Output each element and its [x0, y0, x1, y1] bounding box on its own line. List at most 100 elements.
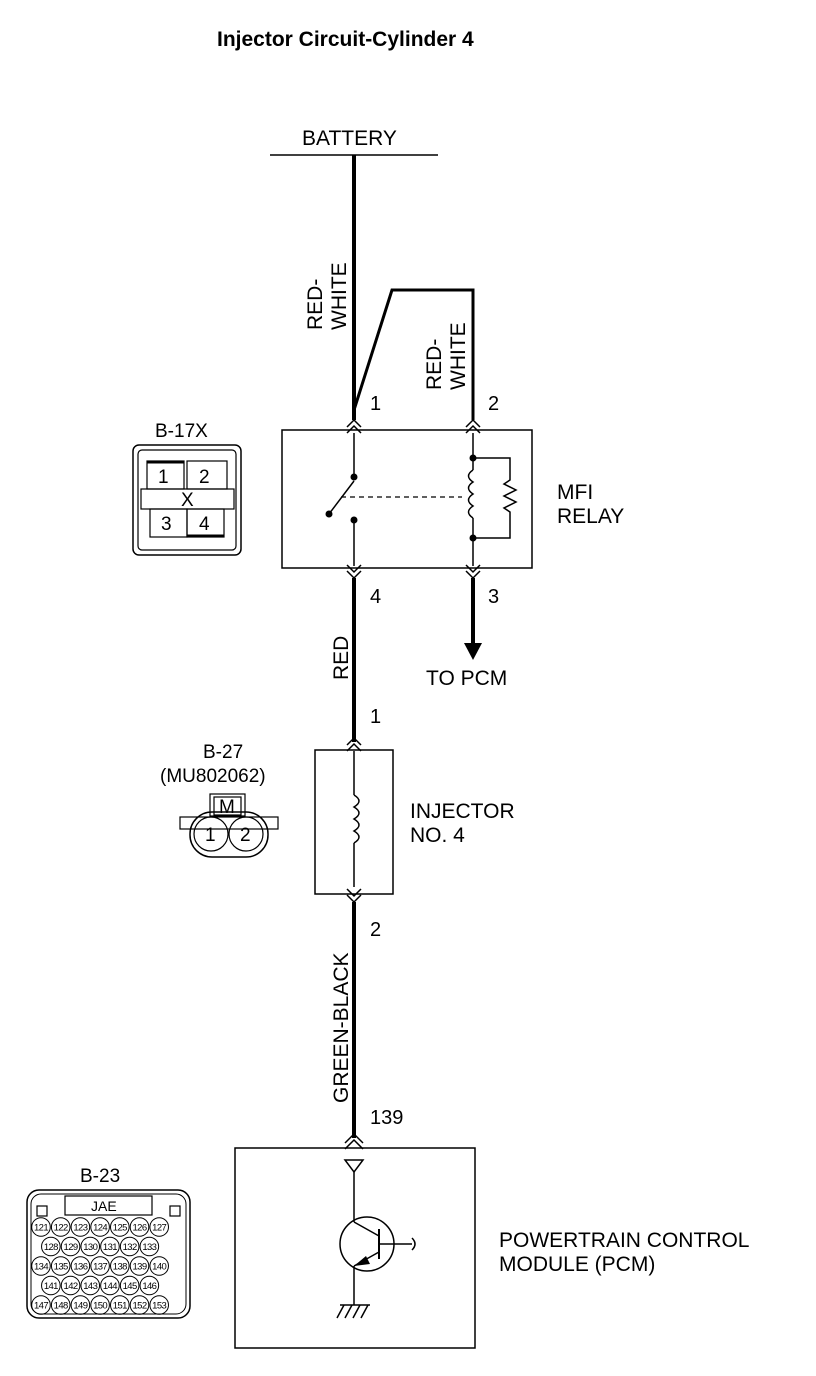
b23-pin-label: 128 [44, 1242, 58, 1253]
svg-text:RED-: RED- [304, 279, 327, 330]
injector-pin-1: 1 [370, 706, 381, 728]
connector-b23-icon [26, 1189, 191, 1319]
pcm-label-line1: POWERTRAIN CONTROL [499, 1229, 749, 1252]
b23-pin-socket [110, 1217, 130, 1237]
b23-pin-label: 129 [64, 1242, 78, 1253]
pcm-pin-terminal-icon [344, 1132, 364, 1144]
b23-pin-label: 124 [93, 1223, 107, 1234]
b23-pin-socket [129, 1217, 150, 1237]
mfi-relay-label-line2: RELAY [557, 505, 624, 528]
injector-pin-2: 2 [370, 919, 381, 941]
mfi-relay-box [281, 429, 533, 569]
svg-text:RED-: RED- [423, 339, 446, 390]
b23-pin-label: 133 [142, 1242, 156, 1253]
b23-pin-socket [60, 1275, 81, 1296]
connector-b17x-icon [132, 444, 242, 556]
b23-pin-label: 150 [93, 1301, 107, 1312]
connector-b17x-name: B-17X [155, 421, 208, 442]
b23-pin-label: 148 [54, 1301, 68, 1312]
b23-pin-label: 141 [44, 1281, 58, 1292]
b23-pin-socket [110, 1256, 130, 1276]
b23-pin-socket [100, 1236, 120, 1257]
b17x-center-mark: X [181, 490, 194, 511]
b23-pin-socket [100, 1275, 120, 1296]
wire-label-red-white-2: RED- WHITE [423, 322, 470, 390]
injector-pin1-terminal-icon [346, 736, 362, 746]
b23-pin-label: 152 [132, 1301, 146, 1312]
wire-battery-to-relay-pin2 [352, 288, 475, 420]
b23-pin-socket [50, 1217, 71, 1237]
relay-pin-4: 4 [370, 586, 381, 608]
b17x-cell-2: 2 [199, 467, 210, 488]
b27-key-mark: M [219, 797, 235, 818]
pcm-transistor-icon [339, 1159, 416, 1305]
b23-pin-socket [119, 1275, 140, 1296]
relay-coil-icon [467, 433, 518, 566]
b23-pin-label: 149 [73, 1301, 87, 1312]
b23-pin-label: 122 [54, 1223, 68, 1234]
b23-pin-label: 143 [83, 1281, 97, 1292]
b23-pin-socket [31, 1256, 51, 1276]
b23-pin-socket [90, 1217, 110, 1237]
b23-pin-label: 130 [83, 1242, 97, 1253]
b23-pin-label: 121 [34, 1223, 48, 1234]
b23-pin-socket [110, 1295, 130, 1315]
wire-label-red-white-1: RED- WHITE [304, 262, 351, 330]
b23-pin-socket [119, 1236, 140, 1257]
connector-b27-part-number: (MU802062) [160, 766, 266, 787]
b23-pin-label: 151 [113, 1301, 127, 1312]
battery-label: BATTERY [302, 127, 397, 150]
b23-pin-label: 144 [103, 1281, 117, 1292]
relay-pin-3: 3 [488, 586, 499, 608]
to-pcm-label: TO PCM [426, 667, 507, 690]
b23-pin-label: 140 [152, 1262, 166, 1273]
relay-pin1-terminal-icon [346, 418, 362, 428]
b23-pin-socket [139, 1275, 160, 1296]
wire-label-green-black: GREEN-BLACK [330, 952, 353, 1103]
connector-b27-icon [179, 793, 279, 858]
mfi-relay-label-line1: MFI [557, 481, 593, 504]
b17x-cell-4: 4 [199, 514, 210, 535]
b23-pin-label: 123 [73, 1223, 87, 1234]
b23-pin-socket [149, 1256, 169, 1276]
b23-pin-socket [60, 1236, 81, 1257]
b23-pin-label: 132 [123, 1242, 137, 1253]
b23-pin-label: 142 [64, 1281, 78, 1292]
b17x-cell-1: 1 [158, 467, 169, 488]
b23-pin-label: 146 [142, 1281, 156, 1292]
b23-pin-socket [70, 1217, 91, 1237]
wire-label-red: RED [330, 636, 353, 680]
relay-switch-contact [325, 433, 462, 566]
injector-label-line2: NO. 4 [410, 824, 465, 847]
b23-pin-socket [41, 1275, 61, 1296]
connector-b23-name: B-23 [80, 1166, 120, 1187]
relay-pin2-terminal-icon [465, 418, 481, 428]
ground-icon [336, 1304, 370, 1319]
diagram-title: Injector Circuit-Cylinder 4 [217, 28, 474, 51]
b23-pin-label: 138 [113, 1262, 127, 1273]
b23-pin-socket [31, 1217, 51, 1237]
b23-pin-socket [139, 1236, 160, 1257]
relay-pin4-terminal-icon [346, 564, 362, 574]
b23-pin-socket [129, 1256, 150, 1276]
relay-pin-2: 2 [488, 393, 499, 415]
b23-pin-label: 137 [93, 1262, 107, 1273]
b23-pin-label: 127 [152, 1223, 166, 1234]
injector-box [314, 749, 394, 895]
b23-pin-socket [80, 1275, 101, 1296]
b23-pin-socket [90, 1295, 110, 1315]
b23-pin-label: 147 [34, 1301, 48, 1312]
b27-pin-1: 1 [205, 825, 216, 846]
b23-pin-label: 134 [34, 1262, 48, 1273]
b23-pin-label: 135 [54, 1262, 68, 1273]
b23-pin-label: 125 [113, 1223, 127, 1234]
b23-pin-label: 139 [132, 1262, 146, 1273]
pcm-box [234, 1147, 476, 1349]
b23-pin-socket [50, 1256, 71, 1276]
injector-coil-icon [352, 751, 360, 887]
b23-pin-label: 131 [103, 1242, 117, 1253]
relay-pin3-terminal-icon [465, 564, 481, 574]
